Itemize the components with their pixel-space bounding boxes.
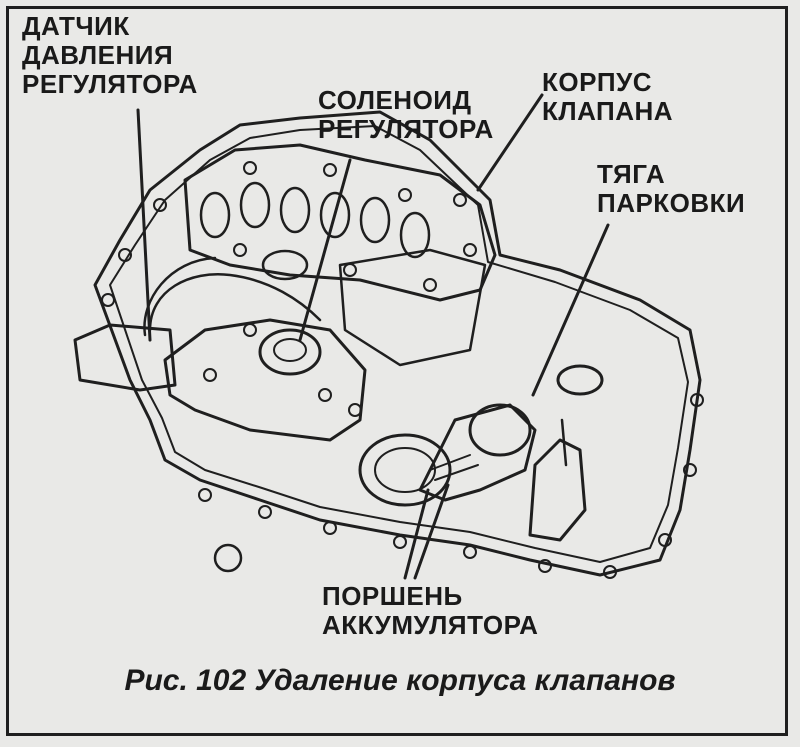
label-line: ДАВЛЕНИЯ	[22, 40, 174, 70]
case-flange	[93, 110, 702, 577]
solenoid-core	[273, 338, 307, 362]
label-line: ДАТЧИК	[22, 11, 130, 41]
solenoid-bolts	[203, 323, 362, 417]
valve-body-block	[183, 143, 497, 302]
leader-lines	[136, 93, 610, 580]
park-pin	[560, 418, 568, 467]
sensor-connector	[73, 323, 177, 392]
accumulator-piston	[418, 403, 537, 502]
label-pressure-sensor: ДАТЧИК ДАВЛЕНИЯ РЕГУЛЯТОРА	[22, 12, 198, 99]
accumulator-piston-top	[468, 403, 532, 457]
figure-frame	[6, 6, 788, 736]
piston-seal-rings	[429, 454, 479, 481]
label-parking-rod: ТЯГА ПАРКОВКИ	[597, 160, 745, 218]
label-line: РЕГУЛЯТОРА	[22, 69, 198, 99]
separator-plate	[338, 248, 487, 367]
valve-body-bolts	[233, 161, 477, 292]
case-inner-rim	[109, 125, 689, 563]
label-accumulator-piston: ПОРШЕНЬ АККУМУЛЯТОРА	[322, 582, 538, 640]
label-line: СОЛЕНОИД	[318, 85, 472, 115]
park-bracket	[528, 438, 587, 542]
wiring-harness	[143, 256, 322, 337]
park-cup	[556, 364, 604, 396]
label-line: РЕГУЛЯТОРА	[318, 114, 494, 144]
lower-left-bolt	[213, 543, 243, 573]
label-valve-body: КОРПУС КЛАПАНА	[542, 68, 673, 126]
label-line: КОРПУС	[542, 67, 653, 97]
label-line: ТЯГА	[597, 159, 666, 189]
label-line: КЛАПАНА	[542, 96, 674, 126]
label-line: ПАРКОВКИ	[597, 188, 746, 218]
solenoid-cap	[258, 328, 322, 376]
figure-caption: Рис. 102 Удаление корпуса клапанов	[124, 664, 676, 697]
label-line: АККУМУЛЯТОРА	[322, 610, 539, 640]
label-regulator-solenoid: СОЛЕНОИД РЕГУЛЯТОРА	[318, 86, 494, 144]
accumulator-bore	[358, 433, 452, 507]
accumulator-bore-inner	[374, 447, 436, 493]
rail-bolts	[101, 198, 704, 579]
label-line: ПОРШЕНЬ	[322, 581, 463, 611]
valve-spools	[199, 181, 431, 281]
